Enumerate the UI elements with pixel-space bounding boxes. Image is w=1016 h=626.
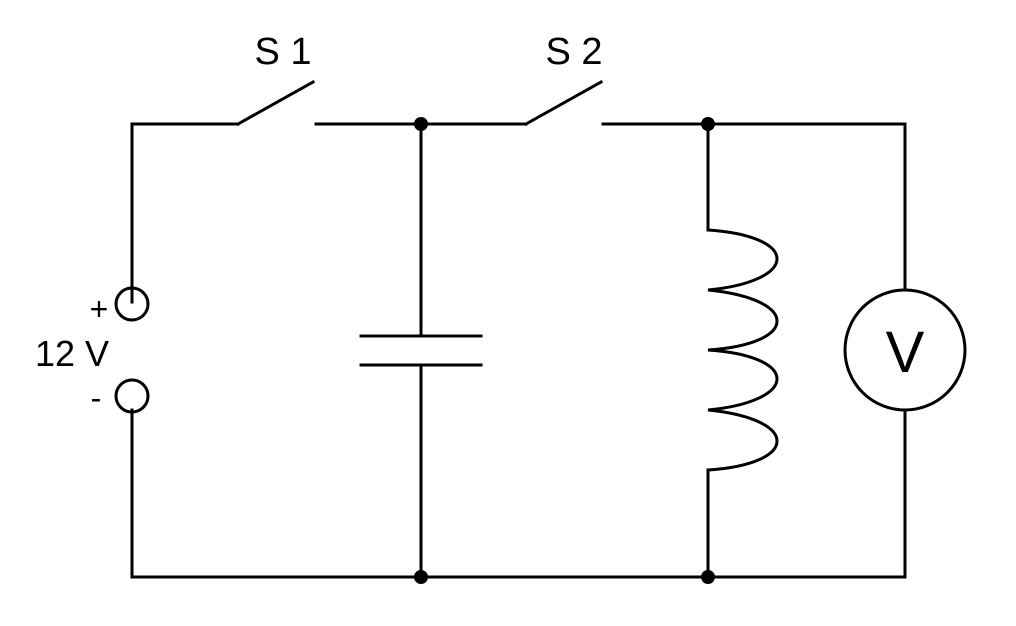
- source-plus-label: +: [90, 291, 109, 327]
- source-minus-label: -: [91, 380, 102, 416]
- voltmeter: V: [843, 288, 967, 412]
- switch-s2-label: S 2: [545, 31, 602, 73]
- voltmeter-label: V: [886, 320, 925, 385]
- junction-dot-top-capacitor: [414, 117, 428, 131]
- source-terminal-negative: [114, 378, 150, 414]
- bottom-wires: [130, 408, 907, 579]
- switch-s2: [523, 79, 604, 127]
- voltmeter-circle: [843, 288, 967, 412]
- wire-source-to-s1: [130, 122, 240, 304]
- source-terminal-positive: [114, 286, 150, 322]
- junction-dot-bottom-capacitor: [414, 570, 428, 584]
- switch-s1-blade: [235, 79, 316, 127]
- source-voltage-label: 12 V: [35, 333, 109, 374]
- top-wires: [130, 122, 907, 304]
- junction-dot-bottom-resistor: [701, 570, 715, 584]
- switch-s1: [235, 79, 316, 127]
- junctions: [414, 117, 715, 584]
- wire-bottom-loop: [130, 408, 907, 579]
- resistor-coil: [706, 228, 779, 472]
- resistor-branch: [706, 122, 779, 579]
- wire-s2-to-voltmeter: [601, 122, 907, 292]
- switch-s1-label: S 1: [254, 31, 311, 73]
- voltage-source: + 12 V -: [35, 286, 150, 416]
- switch-s2-blade: [523, 79, 604, 127]
- capacitor-branch: [359, 122, 483, 579]
- junction-dot-top-resistor: [701, 117, 715, 131]
